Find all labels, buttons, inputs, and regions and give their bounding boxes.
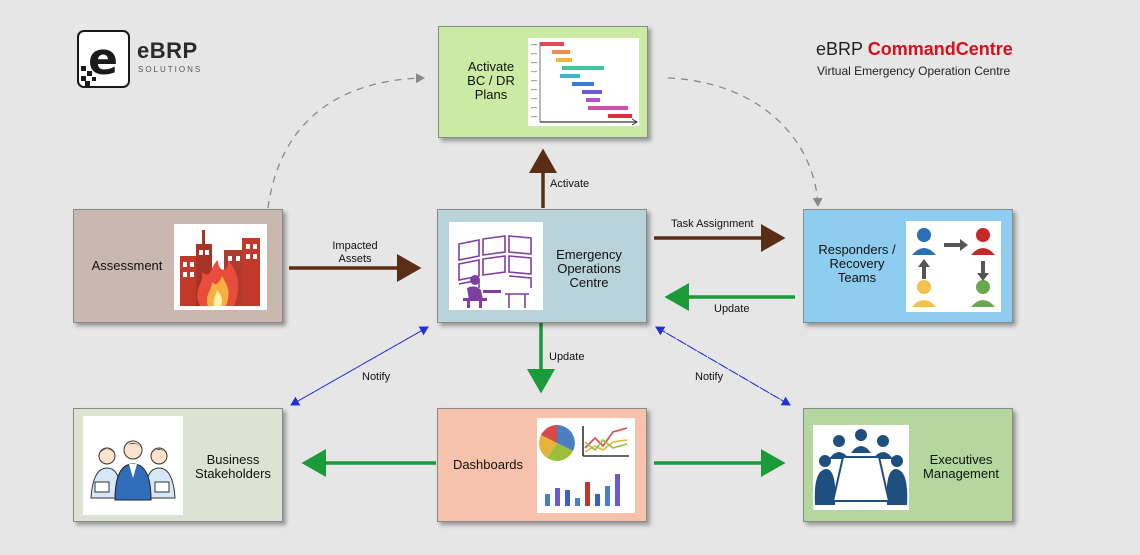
team-workflow-image xyxy=(906,221,1001,312)
edge-label-notify-left: Notify xyxy=(362,371,391,383)
brand-product: CommandCentre xyxy=(867,39,1013,59)
dashed-curve-assessment-to-plans xyxy=(267,73,425,209)
edge-label-task-assignment: Task Assignment xyxy=(671,218,754,230)
dashboard-charts-image xyxy=(537,418,635,513)
brand-title: eBRP CommandCentre xyxy=(816,39,1013,59)
logo: e eBRP SOLUTIONS xyxy=(77,30,217,90)
node-activate-plans-label: Activate BC / DR Plans xyxy=(467,59,515,102)
dashed-curve-plans-to-responders xyxy=(667,77,823,207)
arrow-notify-right-back xyxy=(655,326,791,406)
stakeholders-image xyxy=(83,416,183,515)
edge-label-notify-right: Notify xyxy=(695,371,724,383)
person-yellow-icon xyxy=(912,280,936,307)
edge-label-update-right: Update xyxy=(714,303,750,315)
node-responders-label: Responders / Recovery Teams xyxy=(818,242,896,285)
brand-subtitle: Virtual Emergency Operation Centre xyxy=(817,64,1011,78)
edge-label-activate: Activate xyxy=(550,178,590,190)
executives-meeting-image xyxy=(813,425,909,510)
node-eoc-label: Emergency Operations Centre xyxy=(556,247,622,290)
line-chart-icon xyxy=(582,426,629,457)
node-business-label: Business Stakeholders xyxy=(195,452,271,481)
node-activate-plans: Activate BC / DR Plans xyxy=(438,26,648,138)
logo-mark-letter: e xyxy=(88,34,118,85)
person-blue-icon xyxy=(912,228,936,255)
person-red-icon xyxy=(971,228,995,255)
operations-centre-image xyxy=(449,222,543,310)
node-assessment: Assessment xyxy=(73,209,283,323)
logo-sub: SOLUTIONS xyxy=(138,65,203,74)
edge-label-update-down: Update xyxy=(549,351,585,363)
logo-mark: e xyxy=(77,30,130,88)
logo-name: eBRP xyxy=(137,38,198,63)
brand-name: eBRP xyxy=(816,39,863,59)
pie-chart-icon xyxy=(539,425,575,461)
node-assessment-label: Assessment xyxy=(91,258,163,273)
node-responders: Responders / Recovery Teams xyxy=(803,209,1013,323)
burning-buildings-image xyxy=(174,224,267,310)
node-executives: Executives Management xyxy=(803,408,1013,522)
edge-label-impacted-assets: Impacted Assets xyxy=(332,240,378,265)
bar-chart-icon xyxy=(545,474,620,506)
node-dashboards-label: Dashboards xyxy=(452,457,524,472)
node-business: Business Stakeholders xyxy=(73,408,283,522)
person-green-icon xyxy=(971,280,995,307)
arrow-notify-left-back xyxy=(290,326,429,406)
node-eoc: Emergency Operations Centre xyxy=(437,209,647,323)
gantt-chart-image xyxy=(528,38,639,126)
node-executives-label: Executives Management xyxy=(923,452,999,481)
node-dashboards: Dashboards xyxy=(437,408,647,522)
